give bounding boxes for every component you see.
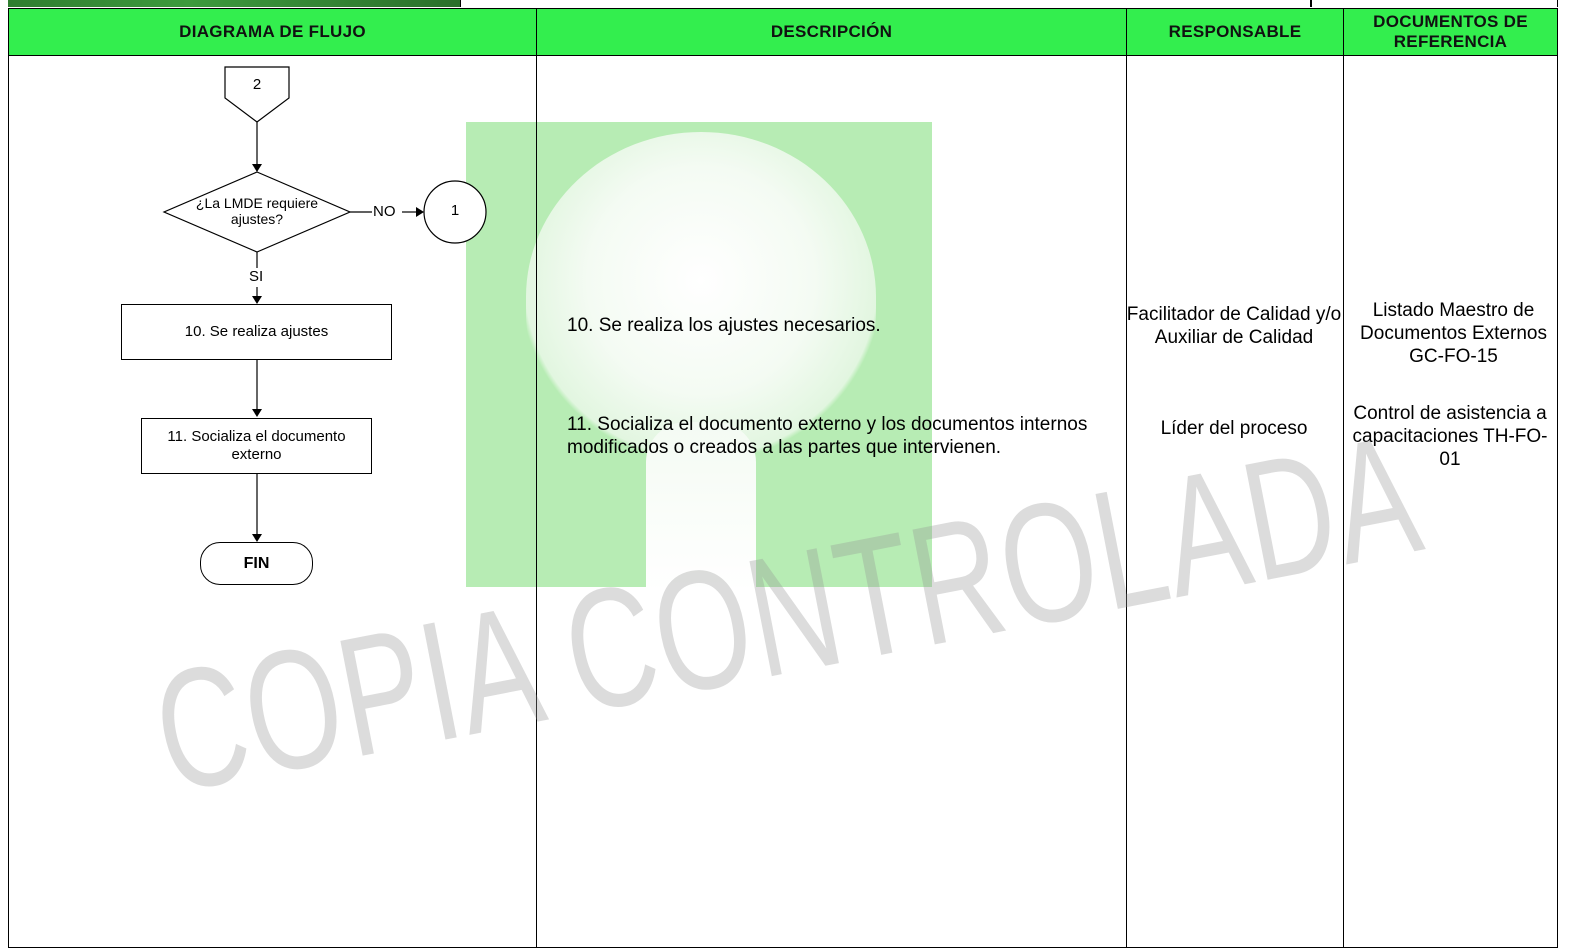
row-10-description: 10. Se realiza los ajustes necesarios. xyxy=(567,315,881,336)
column-divider xyxy=(1343,9,1344,947)
row-10-reference: Listado Maestro de Documentos Externos G… xyxy=(1360,300,1547,367)
header-description: DESCRIPCIÓN xyxy=(770,22,893,41)
header-flow-diagram: DIAGRAMA DE FLUJO xyxy=(179,22,366,41)
row-11-responsible: Líder del proceso xyxy=(1160,418,1308,439)
header-responsible: RESPONSABLE xyxy=(1168,22,1302,41)
process-step-11: 11. Socializa el documento externo xyxy=(141,418,372,474)
logo-image xyxy=(8,0,460,7)
row-11-reference: Control de asistencia a capacitaciones T… xyxy=(1352,403,1548,470)
process-step-10: 10. Se realiza ajustes xyxy=(121,304,392,360)
arrow-head xyxy=(252,534,262,542)
tree-trunk xyxy=(646,422,756,587)
arrow-head xyxy=(416,207,424,217)
connector-label: 1 xyxy=(450,202,460,219)
end-terminal: FIN xyxy=(200,542,313,585)
row-11-description: 11. Socializa el documento externo y los… xyxy=(567,414,1088,458)
offpage-connector-shape xyxy=(224,66,290,123)
tree-watermark-image xyxy=(466,122,932,587)
column-divider xyxy=(536,9,537,947)
decision-label: ¿La LMDE requiere ajustes? xyxy=(195,195,319,227)
procedure-table: DIAGRAMA DE FLUJO DESCRIPCIÓN RESPONSABL… xyxy=(8,8,1558,948)
top-cell-code xyxy=(1310,0,1558,7)
yes-branch-label: SI xyxy=(249,268,264,285)
table-header-row: DIAGRAMA DE FLUJO DESCRIPCIÓN RESPONSABL… xyxy=(9,9,1557,56)
connector-circle xyxy=(423,180,487,244)
arrow-head xyxy=(252,164,262,172)
offpage-connector-label: 2 xyxy=(252,76,262,93)
no-branch-label: NO xyxy=(373,203,396,220)
top-strip xyxy=(0,0,1593,8)
arrow-head xyxy=(252,296,262,304)
row-10-responsible: Facilitador de Calidad y/o Auxiliar de C… xyxy=(1126,304,1342,348)
tree-canopy xyxy=(526,132,876,462)
top-cell-title xyxy=(460,0,1312,7)
header-reference-documents: DOCUMENTOS DE REFERENCIA xyxy=(1373,12,1528,51)
column-divider xyxy=(1126,9,1127,947)
arrow-head xyxy=(252,409,262,417)
